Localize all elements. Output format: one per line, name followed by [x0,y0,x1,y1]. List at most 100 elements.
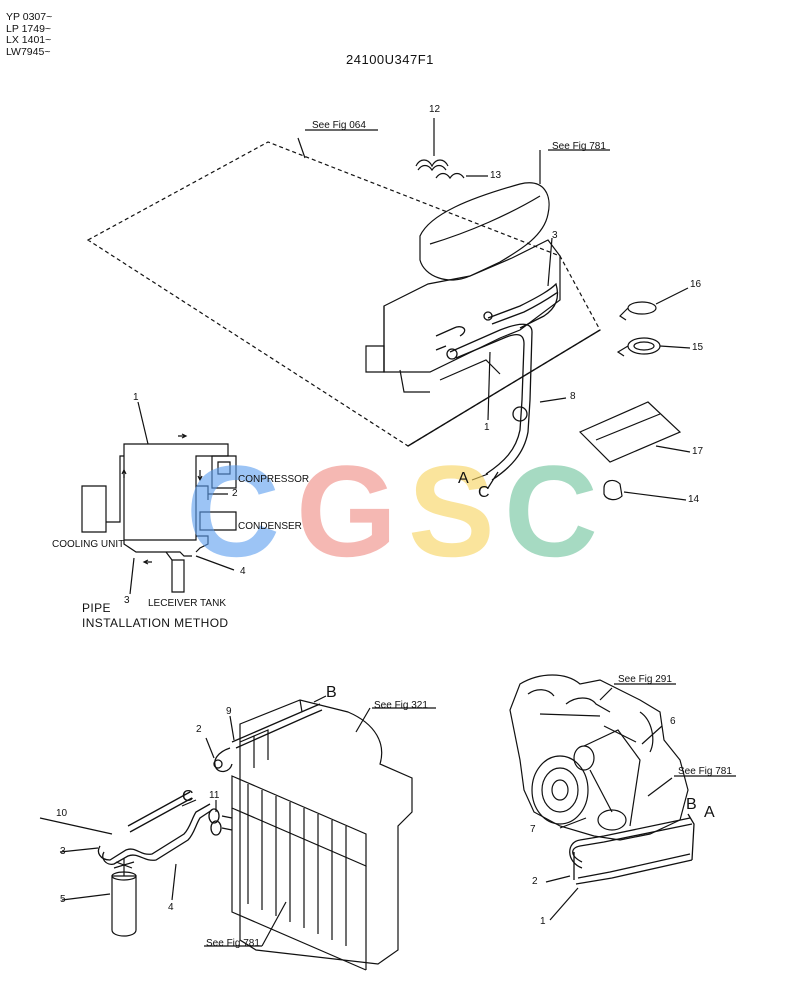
leader-16 [655,287,689,305]
floor-plate-edge [407,329,601,447]
callout-15: 15 [692,342,704,353]
ref-fig781-top[interactable]: See Fig 781 [552,141,606,152]
callout-17: 17 [692,446,704,457]
floor-plate [86,141,601,447]
serial-line: LX 1401~ [6,34,52,46]
compressor-label: CONPRESSOR [238,474,310,485]
callout-14: 14 [688,494,700,505]
leader-fig291 [599,687,613,701]
leader-17 [655,445,691,453]
receiver-tank-label: LECEIVER TANK [148,598,226,609]
leader-8 [539,397,567,403]
clip-12 [415,159,449,172]
leader-A [471,473,489,481]
watermark-letter: G [296,438,398,584]
connection-A-top: A [458,470,469,487]
leader-C-bl [181,799,197,807]
leader-7 [559,817,587,829]
leader-4-bl [171,863,177,901]
callout-5: 5 [60,894,66,905]
callout-8: 8 [570,391,576,402]
ref-fig781-bottom[interactable]: See Fig 781 [206,938,260,949]
condenser-frame [231,699,413,971]
condenser-box [199,511,237,531]
leader-3-top [547,237,553,287]
clip-13 [435,172,465,180]
leader-1-br [549,887,579,921]
callout-16: 16 [690,279,702,290]
ref-fig291[interactable]: See Fig 291 [618,674,672,685]
ref-fig064[interactable]: See Fig 064 [312,120,366,131]
serial-block: YP 0307~ LP 1749~ LX 1401~ LW7945~ [6,11,53,58]
connection-C-bl: C [182,788,194,805]
leader-5 [61,893,111,901]
leader-B-bl [313,695,327,703]
clamp-16 [619,301,657,321]
leader-6 [641,725,663,745]
condenser-label: CONDENSER [238,521,302,532]
pipe-schematic [81,401,237,595]
console-block [365,182,561,393]
schematic-3: 3 [124,595,130,606]
callout-7: 7 [530,824,536,835]
serial-line: LW7945~ [6,45,51,58]
leader-14 [623,491,687,501]
leader-10 [39,817,113,835]
leader-C [487,471,499,489]
serial-line: LP 1749~ [6,22,52,35]
callout-2-bl: 2 [196,724,202,735]
receiver-drier [111,858,137,937]
receiver-tank [171,559,185,593]
leader-fig321 [355,707,371,733]
callout-13: 13 [490,170,502,181]
callout-3-bl: 3 [60,846,66,857]
callout-2-br: 2 [532,876,538,887]
leader-s1 [137,401,149,445]
schematic-4: 4 [240,566,246,577]
br-hoses [569,813,695,885]
leader-2-br [545,875,571,883]
ref-fig321[interactable]: See Fig 321 [374,700,428,711]
leader-s3 [129,557,135,595]
schematic-1: 1 [133,392,139,403]
callout-12: 12 [429,104,441,115]
leader-3-bl [59,847,99,853]
plate-17 [578,401,682,463]
compressor-box [211,455,237,489]
schematic-title: PIPE INSTALLATION METHOD [82,601,229,631]
leader-s4 [195,555,235,571]
leader-fig781-bl [261,901,287,947]
leader-fig781-br [647,777,673,797]
bl-hoses [97,703,323,865]
schematic-title-line: PIPE [82,601,111,615]
connection-A-br: A [704,804,715,821]
callout-11: 11 [209,790,220,801]
callout-6: 6 [670,716,676,727]
connection-C-top: C [478,484,490,501]
drawing-code: 24100U347F1 [346,52,434,67]
callout-1-br: 1 [540,916,546,927]
connection-B-bl: B [326,684,337,701]
leader-2-bl [205,737,215,759]
ref-fig781-right[interactable]: See Fig 781 [678,766,732,777]
schematic-title-line: INSTALLATION METHOD [82,616,229,630]
callout-1-top: 1 [484,422,490,433]
callout-4-bl: 4 [168,902,174,913]
bushing-14 [603,479,623,501]
engine-block [509,674,689,841]
clamp-15 [616,337,661,357]
connection-B-br: B [686,796,697,813]
leader-9 [229,715,235,741]
leader-1-top [487,351,491,421]
callout-10: 10 [56,808,68,819]
serial-line: YP 0307~ [6,11,53,23]
leader-15 [659,345,691,349]
cooling-unit-label: COOLING UNIT [52,539,125,550]
watermark-letter: C [186,438,280,584]
watermark-letter: C [504,438,598,584]
top-hoses [435,282,559,481]
watermark-letter: S [408,438,495,584]
schematic-2: 2 [232,488,238,499]
leader-fig064 [297,137,306,159]
